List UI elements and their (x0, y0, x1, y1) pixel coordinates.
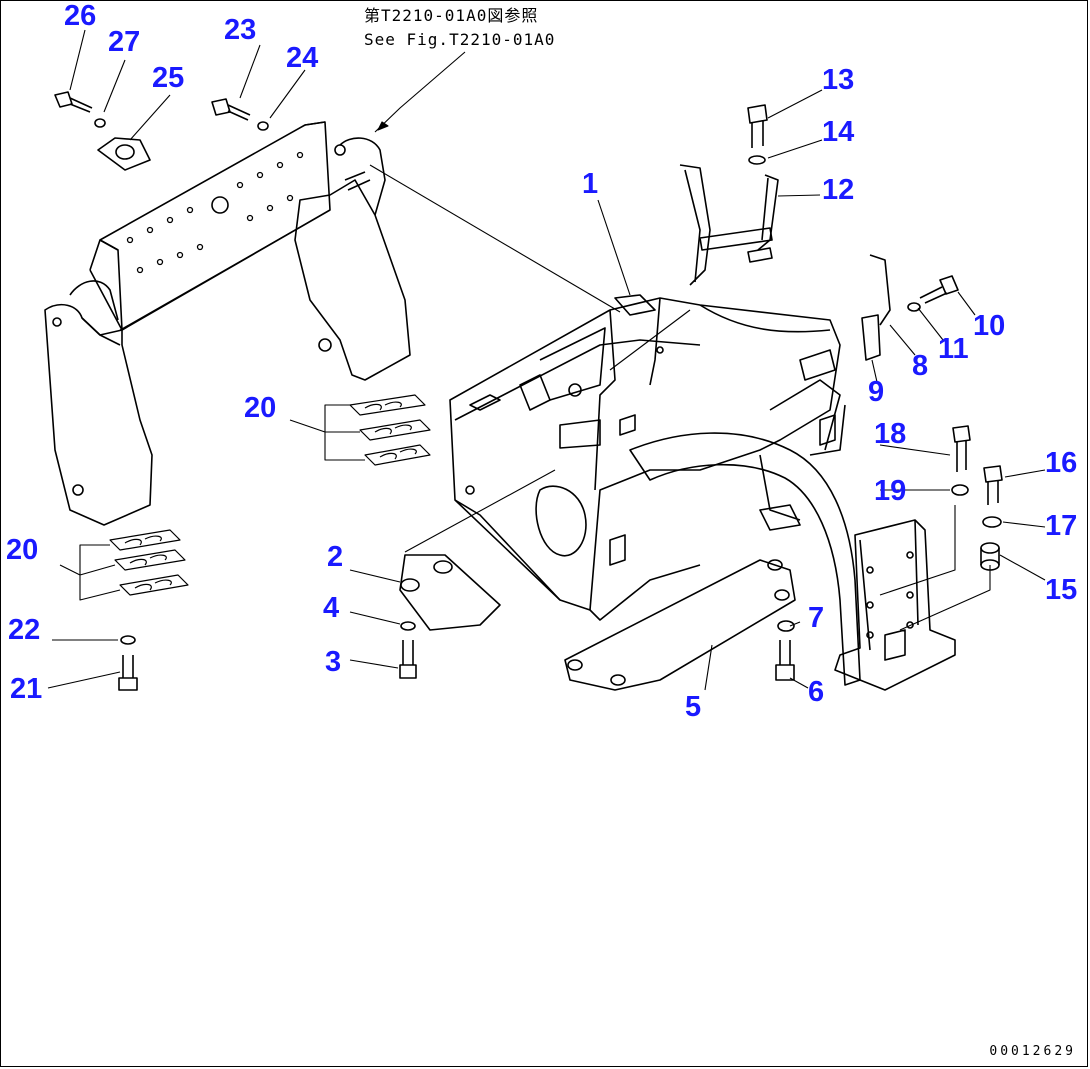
reference-note-japanese: 第T2210-01A0図参照 (364, 6, 539, 25)
callout-10: 10 (973, 310, 1006, 342)
bracket-12 (679, 164, 779, 286)
callout-12: 12 (822, 174, 855, 206)
mounting-bracket-25 (97, 137, 151, 171)
callout-3: 3 (325, 646, 342, 678)
main-chassis-frame (449, 294, 841, 621)
leader-lines (47, 29, 1046, 691)
callout-5: 5 (685, 691, 702, 723)
callout-17: 17 (1045, 510, 1078, 542)
bolt-23-24 (211, 98, 269, 131)
right-pedestal (834, 519, 956, 691)
callout-27: 27 (108, 26, 141, 58)
callout-20-upper: 20 (244, 392, 277, 424)
callout-1: 1 (582, 168, 599, 200)
callout-8: 8 (912, 350, 929, 382)
callout-21: 21 (10, 673, 43, 705)
bolt-21-22 (118, 635, 138, 691)
bolt-16-17 (982, 465, 1003, 528)
bolt-26-27 (54, 91, 106, 128)
callout-25: 25 (152, 62, 185, 94)
callout-18: 18 (874, 418, 907, 450)
bracket-8-9 (861, 254, 891, 361)
cover-plate-5 (564, 559, 796, 691)
callout-9: 9 (868, 376, 885, 408)
shim-set-20-lower (109, 529, 189, 596)
callout-14: 14 (822, 116, 855, 148)
callout-7: 7 (808, 602, 825, 634)
callout-4: 4 (323, 592, 340, 624)
callout-13: 13 (822, 64, 855, 96)
callout-6: 6 (808, 676, 825, 708)
drawing-number: 00012629 (989, 1044, 1076, 1059)
callout-2: 2 (327, 541, 344, 573)
cover-plate-2 (399, 554, 501, 631)
curved-side-member (629, 349, 861, 686)
upper-arch-frame (44, 121, 411, 526)
bolt-10-11 (907, 275, 959, 312)
callout-22: 22 (8, 614, 41, 646)
callout-16: 16 (1045, 447, 1078, 479)
callout-15: 15 (1045, 574, 1078, 606)
bolt-6-7 (775, 620, 795, 681)
callout-20-lower: 20 (6, 534, 39, 566)
shim-set-20-upper (349, 394, 431, 466)
bolt-18-19 (951, 425, 971, 496)
callout-19: 19 (874, 475, 907, 507)
callout-24: 24 (286, 42, 319, 74)
callout-26: 26 (64, 0, 97, 32)
reference-note-english: See Fig.T2210-01A0 (364, 30, 556, 49)
callout-23: 23 (224, 14, 257, 46)
bolt-13-14 (747, 104, 768, 165)
bolt-3-4 (399, 621, 417, 679)
callout-11: 11 (938, 333, 969, 365)
